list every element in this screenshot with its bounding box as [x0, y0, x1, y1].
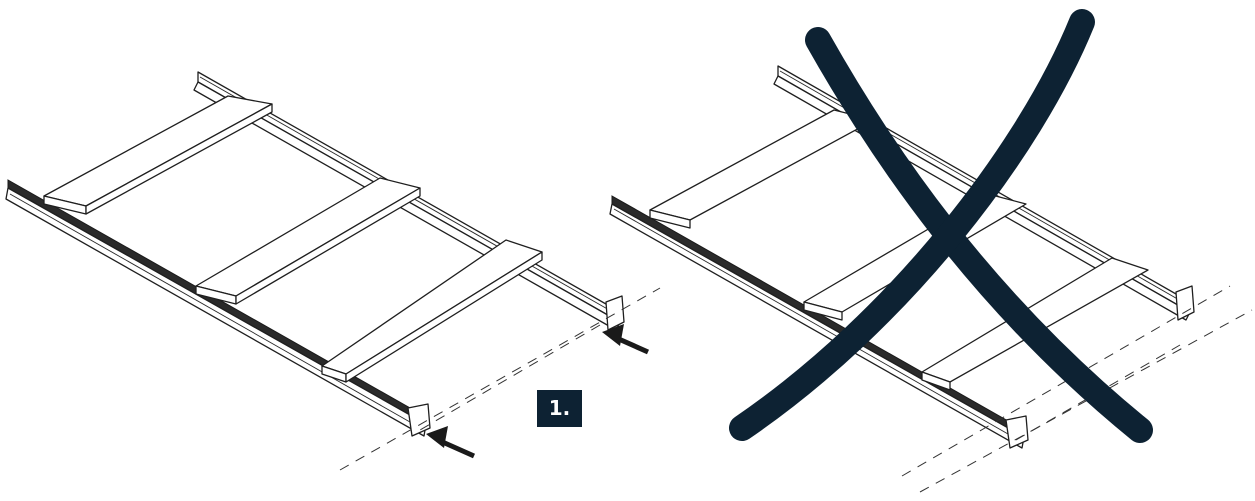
crossbar	[43, 95, 273, 215]
crossbar	[649, 109, 875, 229]
front-rail	[609, 195, 1029, 449]
alignment-line	[339, 287, 661, 471]
crossbar	[195, 177, 421, 305]
correct-assembly-illustration	[5, 71, 661, 471]
front-rail	[5, 179, 431, 437]
arrow-icon	[602, 324, 650, 355]
alignment-line	[919, 309, 1253, 493]
incorrect-assembly-illustration	[609, 9, 1253, 493]
step-number-badge: 1.	[537, 390, 582, 427]
crossbar	[321, 239, 543, 383]
x-mark-icon	[729, 9, 1153, 443]
arrow-icon	[426, 426, 476, 459]
